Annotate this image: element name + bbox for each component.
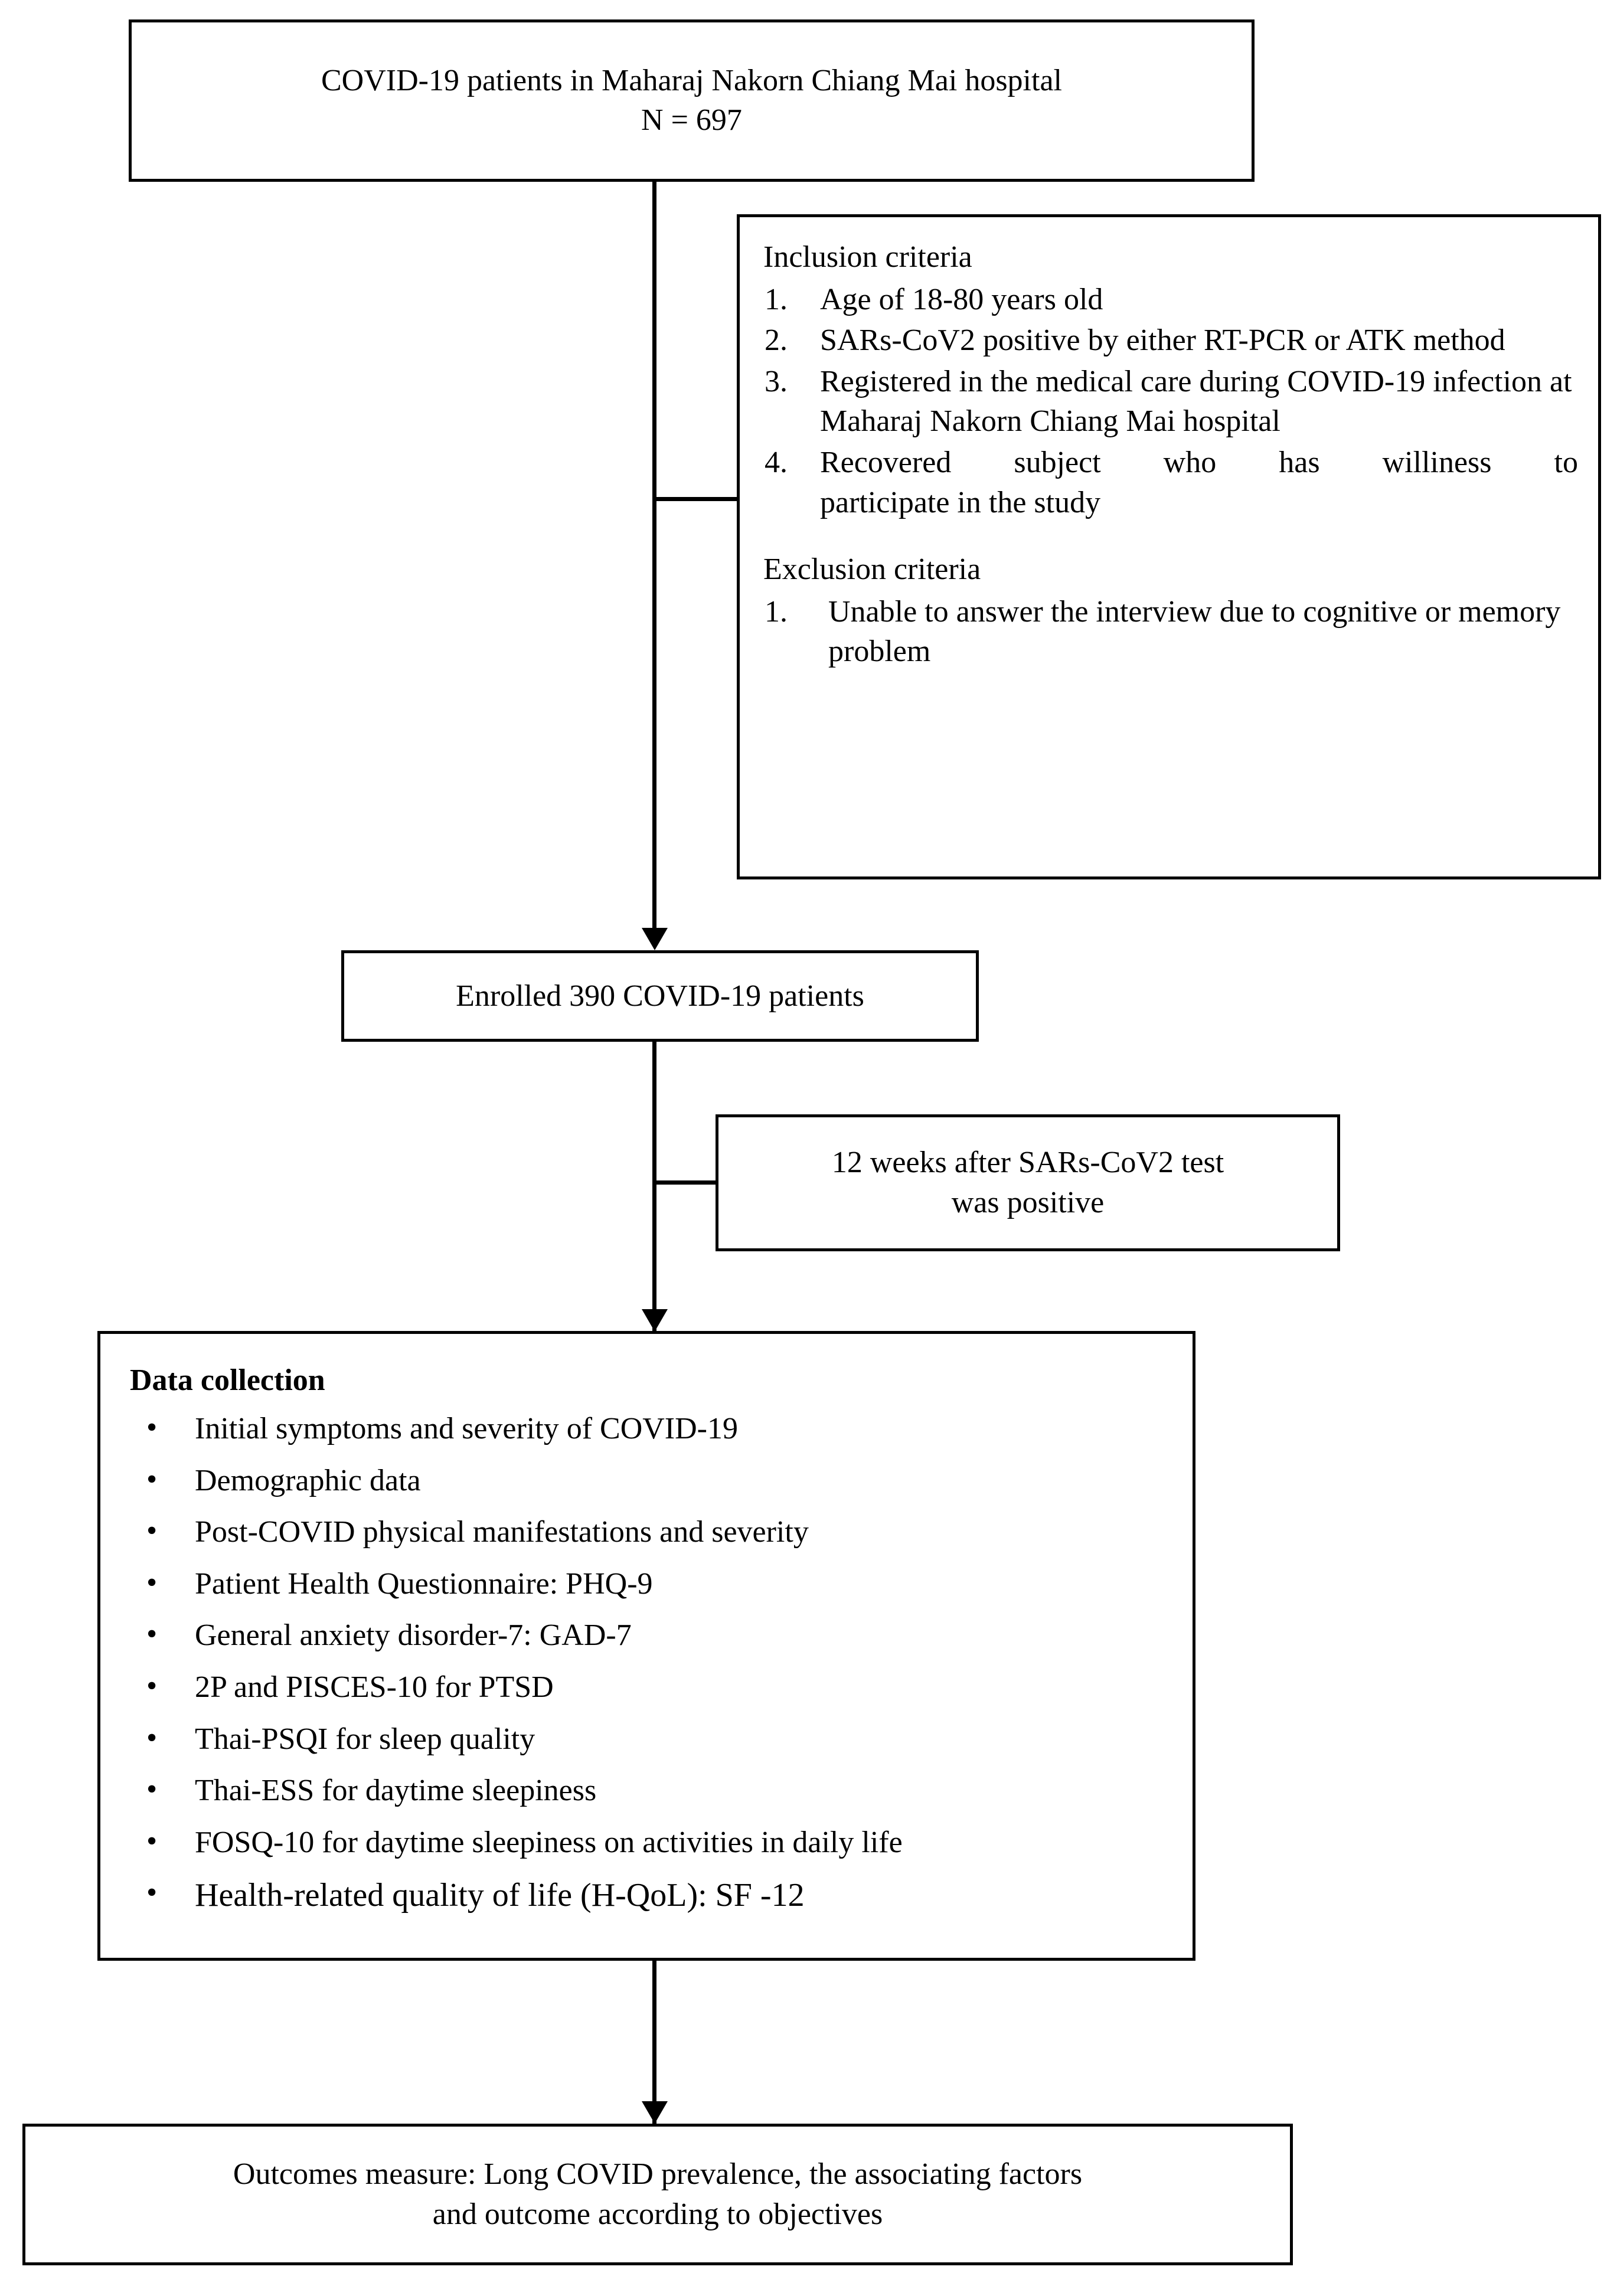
- data-collection-item-label: 2P and PISCES-10 for PTSD: [195, 1670, 554, 1704]
- connector-data-to-outcome: [652, 1961, 656, 2126]
- data-collection-item: • Patient Health Questionnaire: PHQ-9: [130, 1564, 1175, 1604]
- exclusion-item-1-number: 1.: [765, 594, 788, 629]
- connector-to-criteria: [652, 497, 740, 501]
- data-collection-item: • Post-COVID physical manifestations and …: [130, 1512, 1175, 1552]
- inclusion-item-3: 3. Registered in the medical care during…: [763, 362, 1578, 441]
- inclusion-item-1-number: 1.: [765, 282, 788, 316]
- bullet-icon: •: [146, 1617, 158, 1651]
- inclusion-item-4-line-1: Recovered subject who has williness to: [820, 445, 1578, 479]
- data-collection-item: • 2P and PISCES-10 for PTSD: [130, 1667, 1175, 1708]
- exclusion-item-1-line-1: Unable to answer the interview due to: [828, 594, 1296, 629]
- followup-line-2: was positive: [951, 1186, 1105, 1219]
- exclusion-item-1: 1. Unable to answer the interview due to…: [763, 592, 1578, 672]
- node-criteria[interactable]: Inclusion criteria 1. Age of 18-80 years…: [737, 214, 1601, 879]
- source-line-1: COVID-19 patients in Maharaj Nakorn Chia…: [321, 63, 1062, 97]
- bullet-icon: •: [146, 1669, 158, 1703]
- exclusion-criteria-heading: Exclusion criteria: [763, 552, 981, 587]
- inclusion-item-3-line-1: Registered in the medical care during: [820, 364, 1280, 398]
- data-collection-item-label: Post-COVID physical manifestations and s…: [195, 1515, 809, 1549]
- exclusion-criteria-list: 1. Unable to answer the interview due to…: [763, 592, 1578, 672]
- arrowhead-to-data: [642, 1309, 668, 1332]
- inclusion-item-3-line-2: COVID-19 infection at Maharaj Nakorn: [820, 364, 1572, 439]
- arrowhead-to-outcome: [642, 2101, 668, 2124]
- criteria-spacer: [763, 524, 1578, 550]
- bullet-icon: •: [146, 1876, 158, 1910]
- inclusion-item-3-number: 3.: [765, 364, 788, 398]
- inclusion-item-1-text: Age of 18-80 years old: [820, 282, 1103, 316]
- bullet-icon: •: [146, 1721, 158, 1755]
- inclusion-criteria-heading: Inclusion criteria: [763, 240, 972, 274]
- inclusion-item-2-line-1: SARs-CoV2 positive by either RT-PCR or: [820, 323, 1340, 358]
- data-collection-item-label: Patient Health Questionnaire: PHQ-9: [195, 1566, 653, 1601]
- outcome-line-2: and outcome according to objectives: [432, 2197, 883, 2231]
- bullet-icon: •: [146, 1514, 158, 1548]
- connector-enrolled-to-data: [652, 1042, 656, 1331]
- node-outcome-measure[interactable]: Outcomes measure: Long COVID prevalence,…: [22, 2124, 1293, 2265]
- data-collection-item: • Demographic data: [130, 1461, 1175, 1501]
- data-collection-item: • Thai-ESS for daytime sleepiness: [130, 1771, 1175, 1811]
- data-collection-item: • Thai-PSQI for sleep quality: [130, 1719, 1175, 1759]
- data-collection-item: • Health-related quality of life (H-QoL):…: [130, 1874, 1175, 1917]
- bullet-icon: •: [146, 1411, 158, 1444]
- connector-source-to-enrolled: [652, 182, 656, 930]
- followup-line-1: 12 weeks after SARs-CoV2 test: [831, 1146, 1224, 1180]
- enrolled-text: Enrolled 390 COVID-19 patients: [456, 979, 864, 1013]
- node-followup-timing[interactable]: 12 weeks after SARs-CoV2 test was positi…: [716, 1114, 1340, 1251]
- inclusion-item-2-line-2: ATK method: [1345, 323, 1505, 358]
- data-collection-item-label: Thai-PSQI for sleep quality: [195, 1722, 535, 1756]
- data-collection-item-label: FOSQ-10 for daytime sleepiness on activi…: [195, 1825, 903, 1859]
- data-collection-item-label: Health-related quality of life (H-QoL): …: [195, 1877, 805, 1914]
- inclusion-item-4: 4. Recovered subject who has williness t…: [763, 443, 1578, 522]
- arrowhead-to-enrolled: [642, 928, 668, 950]
- data-collection-item: • FOSQ-10 for daytime sleepiness on activ…: [130, 1823, 1175, 1863]
- data-collection-item-label: General anxiety disorder-7: GAD-7: [195, 1618, 632, 1653]
- inclusion-item-4-number: 4.: [765, 445, 788, 479]
- connector-to-followup: [652, 1180, 718, 1185]
- inclusion-item-4-line-2: participate in the study: [820, 485, 1101, 519]
- node-enrolled[interactable]: Enrolled 390 COVID-19 patients: [341, 950, 979, 1042]
- inclusion-item-2: 2. SARs-CoV2 positive by either RT-PCR o…: [763, 320, 1578, 361]
- data-collection-item: • Initial symptoms and severity of COVID-…: [130, 1409, 1175, 1449]
- data-collection-item-label: Thai-ESS for daytime sleepiness: [195, 1774, 597, 1808]
- source-line-2: N = 697: [641, 103, 742, 137]
- inclusion-item-1: 1. Age of 18-80 years old: [763, 280, 1578, 320]
- data-collection-item: • General anxiety disorder-7: GAD-7: [130, 1615, 1175, 1656]
- outcome-line-1: Outcomes measure: Long COVID prevalence,…: [233, 2157, 1083, 2192]
- data-collection-item-label: Demographic data: [195, 1463, 421, 1497]
- exclusion-item-1-line-2: cognitive or memory problem: [828, 594, 1561, 669]
- data-collection-list: • Initial symptoms and severity of COVID-…: [130, 1409, 1175, 1917]
- data-collection-heading: Data collection: [130, 1363, 325, 1397]
- inclusion-item-2-number: 2.: [765, 323, 788, 358]
- bullet-icon: •: [146, 1772, 158, 1807]
- data-collection-item-label: Initial symptoms and severity of COVID-1…: [195, 1412, 738, 1445]
- bullet-icon: •: [146, 1565, 158, 1600]
- bullet-icon: •: [146, 1824, 158, 1858]
- inclusion-item-3-line-3: Chiang Mai hospital: [1030, 404, 1280, 439]
- node-data-collection[interactable]: Data collection • Initial symptoms and se…: [97, 1331, 1195, 1961]
- inclusion-criteria-list: 1. Age of 18-80 years old 2. SARs-CoV2 p…: [763, 280, 1578, 523]
- node-source-population[interactable]: COVID-19 patients in Maharaj Nakorn Chia…: [129, 19, 1255, 182]
- bullet-icon: •: [146, 1462, 158, 1496]
